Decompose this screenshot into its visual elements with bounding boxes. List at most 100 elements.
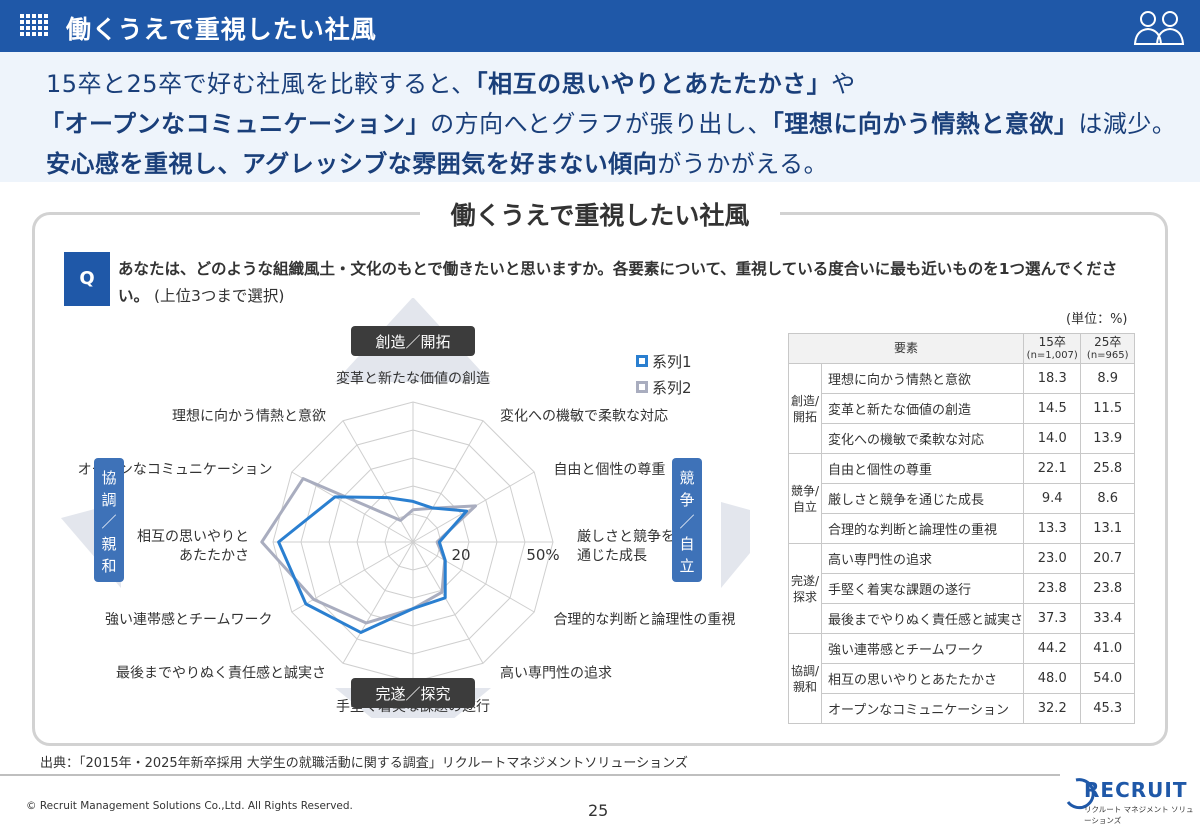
chart-legend: 系列1 系列2 <box>636 348 692 400</box>
table-cell-15: 23.8 <box>1023 573 1082 604</box>
question-note: (上位3つまで選択) <box>153 287 285 305</box>
summary-text: の方向へとグラフが張り出し、 <box>430 110 772 138</box>
quadrant-label-char: 自 <box>679 535 694 553</box>
recruit-logo <box>1066 778 1095 810</box>
quadrant-label-top: 創造／開拓 <box>375 333 450 351</box>
table-cell-15: 14.0 <box>1023 423 1082 454</box>
footer-divider <box>0 774 1060 776</box>
grid-icon-cell <box>26 20 30 24</box>
table-cell-25: 13.9 <box>1080 423 1135 454</box>
axis-label: 通じた成長 <box>577 548 647 564</box>
grid-icon-cell <box>44 14 48 18</box>
arrow-right <box>721 502 750 588</box>
axis-label: 強い連帯感とチームワーク <box>105 611 273 628</box>
table-cell-element: 合理的な判断と論理性の重視 <box>821 513 1025 544</box>
summary-line-2: 「オープンなコミュニケーション」の方向へとグラフが張り出し、「理想に向かう情熱と… <box>40 104 1176 139</box>
legend-swatch-series2 <box>636 381 648 393</box>
table-header-15: 15卒(n=1,007) <box>1023 333 1082 364</box>
table-cell-element: オープンなコミュニケーション <box>821 693 1025 724</box>
axis-label: 自由と個性の尊重 <box>553 461 665 478</box>
table-cell-element: 変化への機敏で柔軟な対応 <box>821 423 1025 454</box>
table-group-label: 創造/開拓 <box>787 363 823 454</box>
grid-icon-cell <box>32 14 36 18</box>
quadrant-label-char: 立 <box>679 557 694 575</box>
summary-line-1: 15卒と25卒で好む社風を比較すると、「相互の思いやりとあたたかさ」や <box>46 64 856 99</box>
group-label-line: 完遂/ <box>790 573 820 588</box>
radar-tick-label: 50% <box>526 546 559 564</box>
summary-text: がうかがえる。 <box>657 150 829 178</box>
table-cell-25: 23.8 <box>1080 573 1135 604</box>
grid-icon-cell <box>44 20 48 24</box>
axis-label: 合理的な判断と論理性の重視 <box>553 612 735 628</box>
table-cell-15: 18.3 <box>1023 363 1082 394</box>
table-cell-25: 25.8 <box>1080 453 1135 484</box>
table-cell-element: 強い連帯感とチームワーク <box>821 633 1025 664</box>
table-cell-25: 45.3 <box>1080 693 1135 724</box>
table-cell-element: 最後までやりぬく責任感と誠実さ <box>821 603 1025 634</box>
table-cell-15: 23.0 <box>1023 543 1082 574</box>
axis-label: オープンなコミュニケーション <box>78 462 273 478</box>
quadrant-label-char: 和 <box>101 557 116 575</box>
radar-spoke <box>291 541 414 613</box>
grid-icon-cell <box>20 14 24 18</box>
people-icon <box>1133 11 1185 45</box>
grid-icon-cell <box>38 20 42 24</box>
grid-icon-cell <box>26 14 30 18</box>
table-cell-25: 33.4 <box>1080 603 1135 634</box>
summary-text: は減少。 <box>1078 110 1177 138</box>
axis-label: 高い専門性の追求 <box>500 664 612 681</box>
legend-label: 系列1 <box>652 352 692 371</box>
radar-spoke <box>342 420 414 543</box>
quadrant-label-char: 親 <box>101 535 116 553</box>
summary-emphasis: 安心感を重視し、アグレッシブな雰囲気を好まない傾向 <box>46 150 658 178</box>
quadrant-label-left-box <box>94 458 124 582</box>
quadrant-label-char: 競 <box>679 469 694 487</box>
table-cell-15: 13.3 <box>1023 513 1082 544</box>
grid-icon-cell <box>20 26 24 30</box>
question-bold: あなたは、どのような組織風土・文化のもとで働きたいと思いますか。各要素について、… <box>118 260 1118 305</box>
header-line: 15卒 <box>1038 334 1066 349</box>
table-cell-element: 厳しさと競争を通じた成長 <box>821 483 1025 514</box>
quadrant-label-char: ／ <box>679 513 694 531</box>
table-cell-25: 54.0 <box>1080 663 1135 694</box>
axis-label: 変化への機敏で柔軟な対応 <box>500 408 668 425</box>
table-group-label: 協調/親和 <box>787 633 823 724</box>
grid-icon <box>20 14 48 38</box>
table-cell-15: 14.5 <box>1023 393 1082 424</box>
header-line: 25卒 <box>1094 334 1122 349</box>
legend-swatch-series1 <box>636 355 648 367</box>
group-label-line: 協調/ <box>790 663 820 678</box>
table-cell-element: 理想に向かう情熱と意欲 <box>821 363 1025 394</box>
radar-spoke <box>412 541 484 664</box>
radar-tick-label: 20 <box>451 546 470 564</box>
unit-label: (単位：%) <box>1066 312 1128 327</box>
axis-label: 理想に向かう情熱と意欲 <box>172 408 326 425</box>
summary-block: 15卒と25卒で好む社風を比較すると、「相互の思いやりとあたたかさ」や 「オープ… <box>0 52 1200 182</box>
grid-icon-cell <box>44 32 48 36</box>
quadrant-label-char: ／ <box>101 513 116 531</box>
quadrant-label-bottom-box <box>351 678 475 708</box>
quadrant-label-char: 協 <box>101 469 116 487</box>
axis-label: 変革と新たな価値の創造 <box>336 370 490 387</box>
table-cell-25: 13.1 <box>1080 513 1135 544</box>
grid-icon-cell <box>20 20 24 24</box>
quadrant-label-bottom: 完遂／探究 <box>375 685 450 703</box>
table-cell-25: 8.9 <box>1080 363 1135 394</box>
grid-icon-cell <box>26 32 30 36</box>
summary-emphasis: 「理想に向かう情熱と意欲」 <box>771 110 1079 138</box>
grid-icon-cell <box>38 14 42 18</box>
quadrant-label-char: 調 <box>101 491 116 509</box>
group-label-line: 開拓 <box>793 409 818 424</box>
table-cell-element: 自由と個性の尊重 <box>821 453 1025 484</box>
table-header-element: 要素 <box>787 333 1025 364</box>
